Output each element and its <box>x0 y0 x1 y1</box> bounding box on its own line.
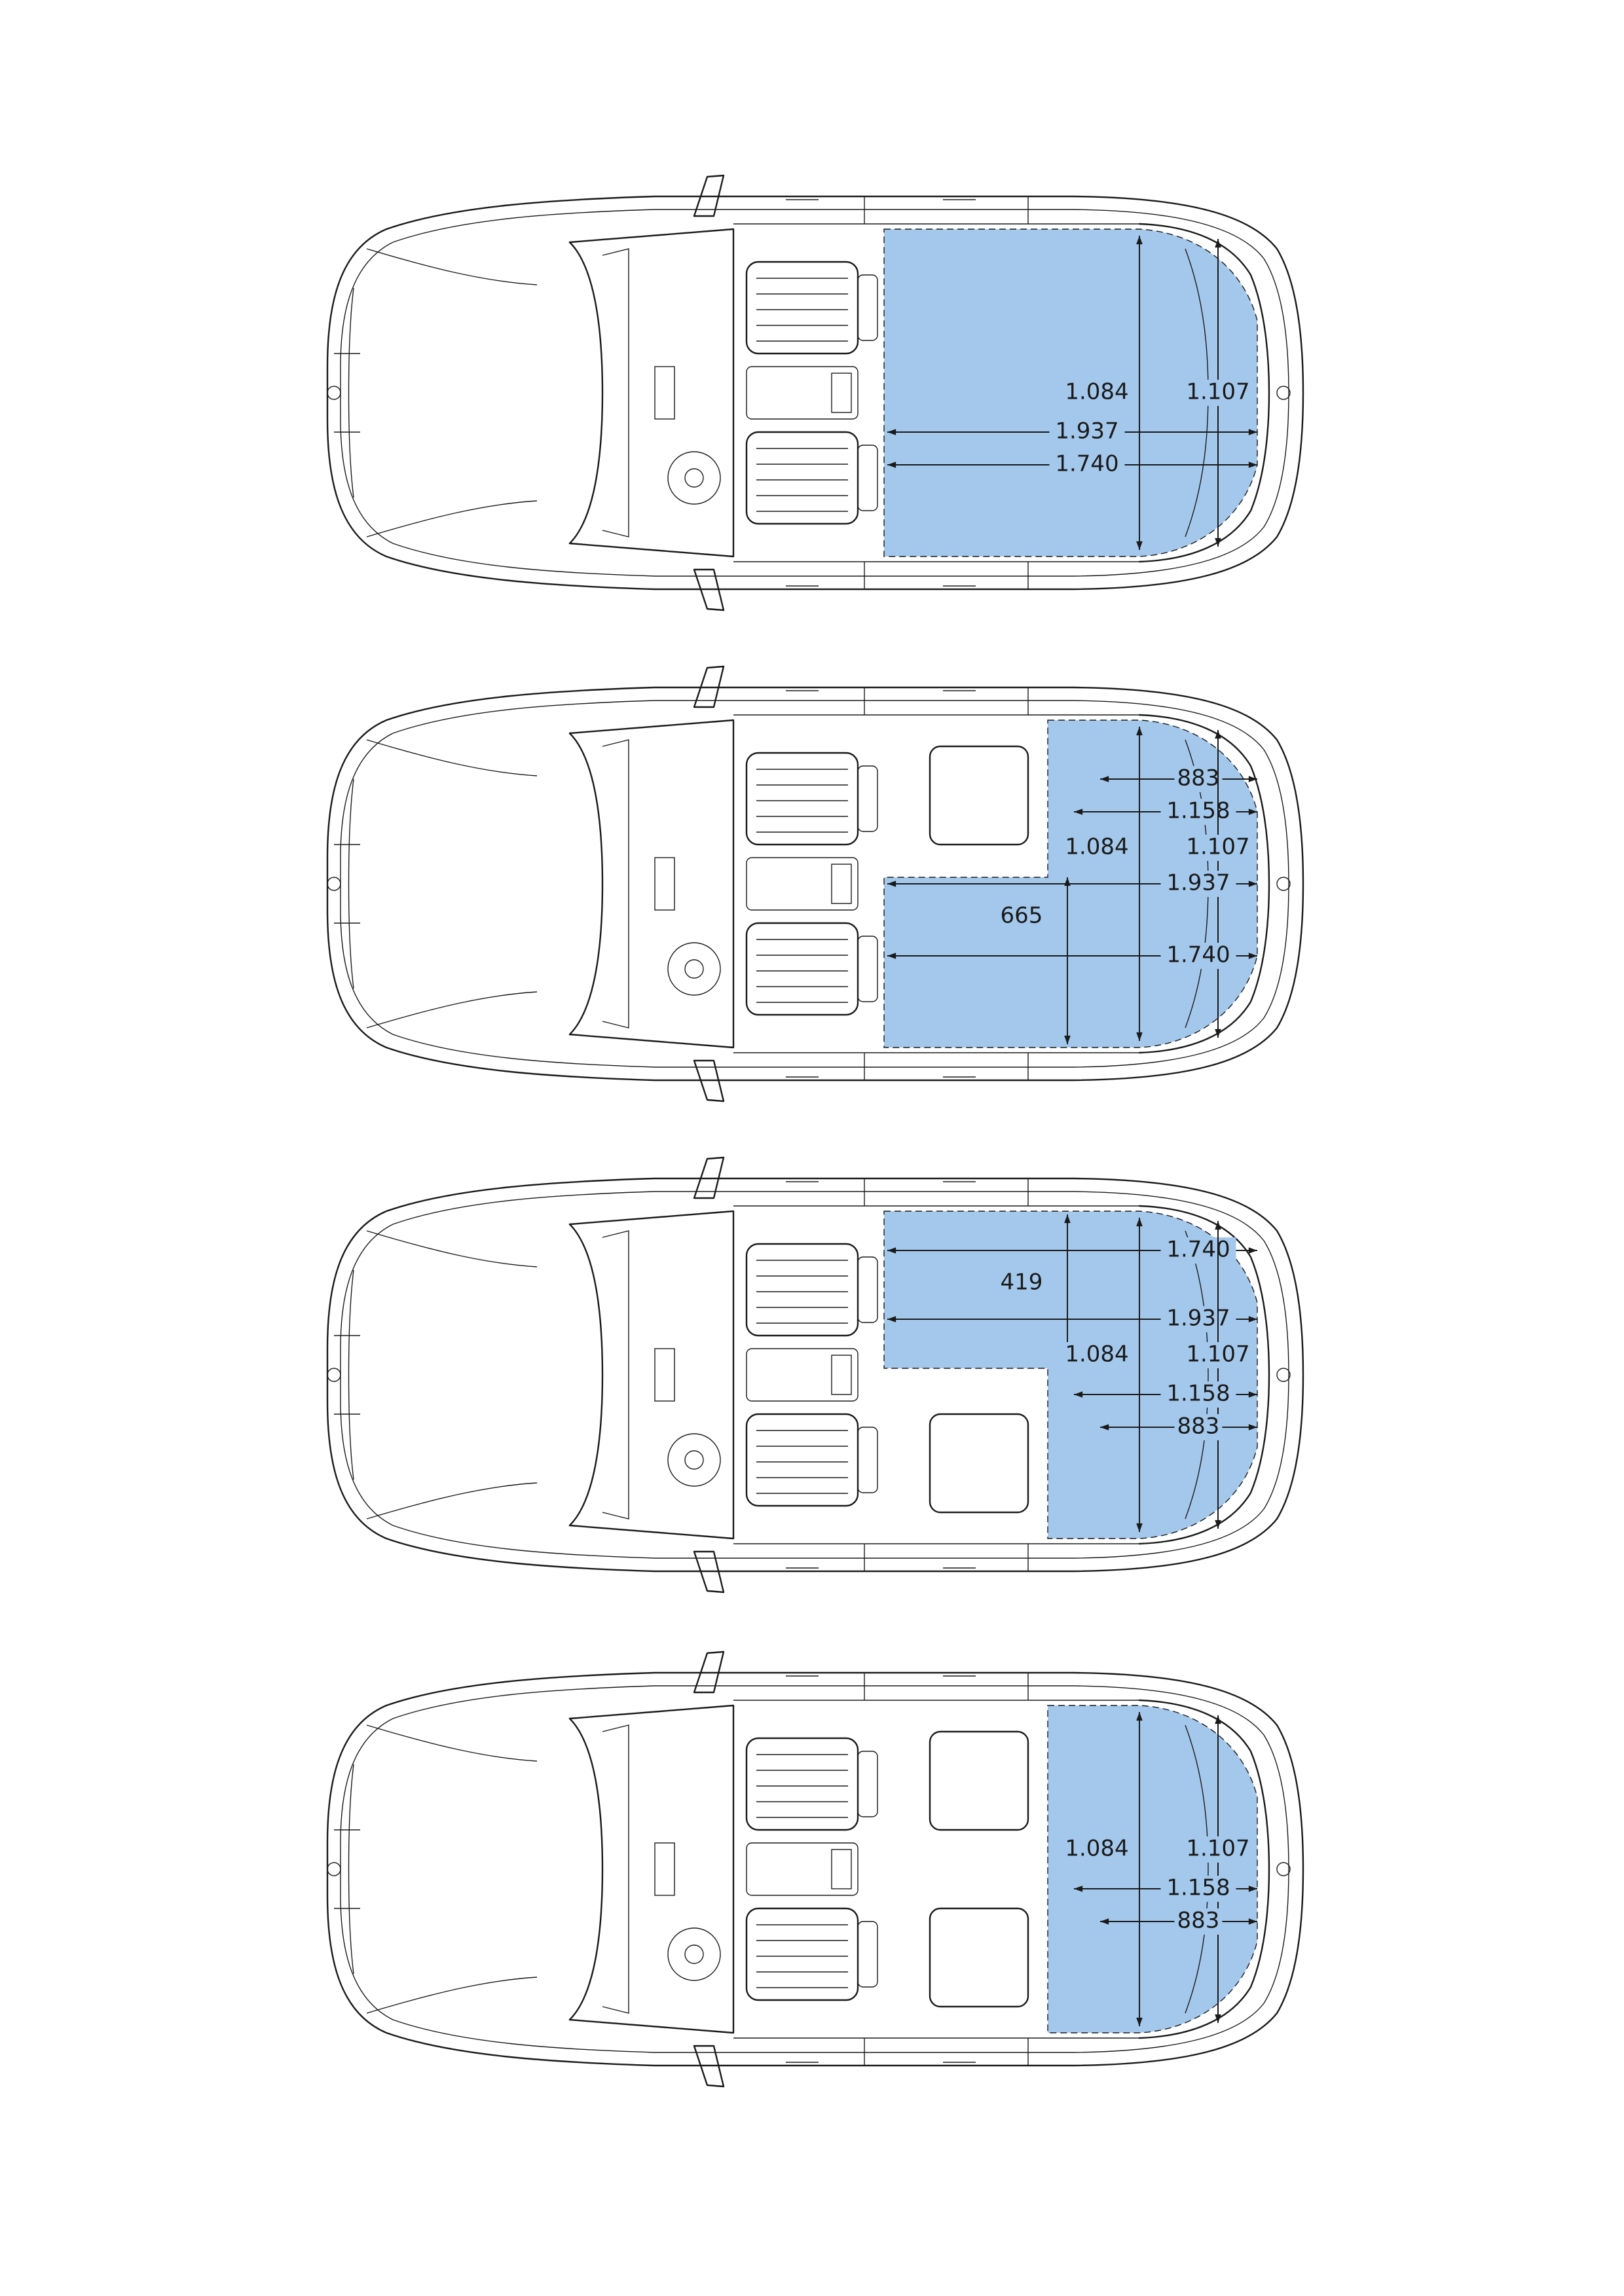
car-outline <box>326 1156 1304 1594</box>
cargo-area <box>1047 1705 1258 2033</box>
dim-height-rear <box>1215 1221 1221 1529</box>
label-height-rear: 1.107 <box>1186 1836 1249 1862</box>
label-length-short: 1.740 <box>1166 1237 1230 1263</box>
label-1158: 1.158 <box>1166 798 1230 824</box>
load-space-diagram-right-rear-folded: 1.740 419 1.937 1.084 1.107 1.158 883 <box>288 1152 1336 1597</box>
dim-665 <box>1064 877 1071 1044</box>
label-883: 883 <box>1177 765 1220 792</box>
dim-height-front <box>1136 1712 1143 2026</box>
label-length-long: 1.937 <box>1055 418 1118 445</box>
dim-height-front <box>1136 236 1143 550</box>
label-1158: 1.158 <box>1166 1875 1230 1901</box>
label-height-rear: 1.107 <box>1186 379 1249 405</box>
label-665: 665 <box>1001 903 1043 929</box>
rear-seats <box>929 1413 1029 1514</box>
cargo-area <box>883 1211 1258 1539</box>
label-length-long: 1.937 <box>1166 870 1230 896</box>
dim-height-rear <box>1215 1715 1221 2023</box>
label-883: 883 <box>1177 1413 1220 1440</box>
label-height-rear: 1.107 <box>1186 1341 1249 1368</box>
label-height-front: 1.084 <box>1065 1836 1128 1862</box>
label-height-rear: 1.107 <box>1186 834 1249 860</box>
rear-seats <box>929 1730 1029 2008</box>
label-419: 419 <box>1001 1269 1043 1296</box>
load-space-diagram-no-seats-folded: 1.084 1.107 1.158 883 <box>288 1647 1336 2092</box>
car-outline <box>326 665 1304 1102</box>
label-length-long: 1.937 <box>1166 1305 1230 1332</box>
car-outline <box>326 1650 1304 2088</box>
car-outline <box>326 174 1304 611</box>
load-space-diagram-left-rear-folded: 883 1.158 1.084 1.107 1.937 665 1.740 <box>288 661 1336 1106</box>
dim-height-front <box>1136 1218 1143 1532</box>
label-height-front: 1.084 <box>1065 379 1128 405</box>
label-length-short: 1.740 <box>1166 942 1230 968</box>
label-883: 883 <box>1177 1908 1220 1934</box>
label-1158: 1.158 <box>1166 1381 1230 1407</box>
label-height-front: 1.084 <box>1065 834 1128 860</box>
load-space-diagram-all-rear-seats-folded: 1.084 1.107 1.937 1.740 <box>288 170 1336 615</box>
rear-seats <box>929 745 1029 846</box>
label-height-front: 1.084 <box>1065 1341 1128 1368</box>
label-length-short: 1.740 <box>1055 451 1118 477</box>
